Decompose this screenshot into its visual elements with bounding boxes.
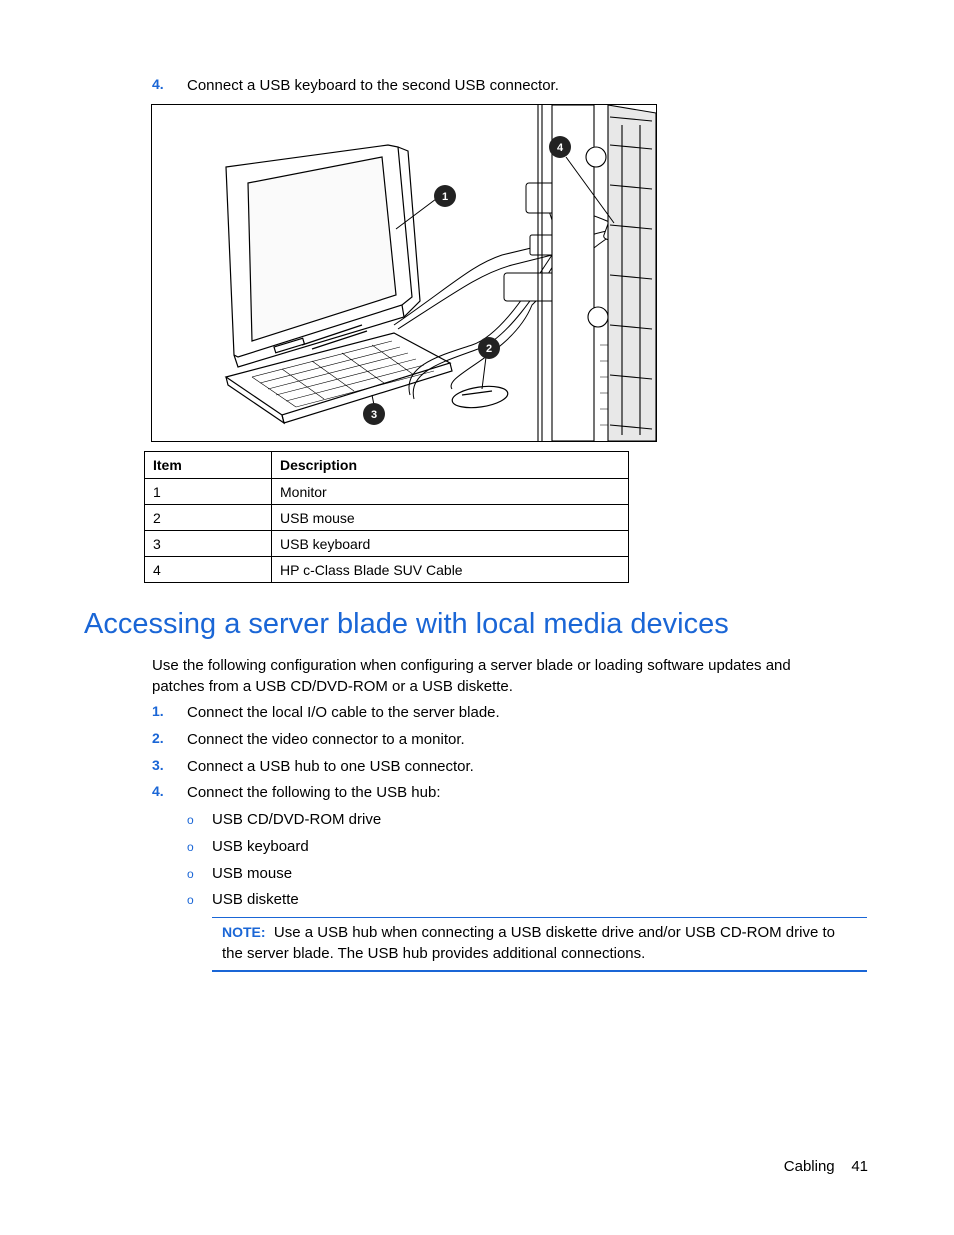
section-heading: Accessing a server blade with local medi… bbox=[84, 608, 729, 640]
table-cell-description: Monitor bbox=[271, 478, 629, 505]
table-row: 3 USB keyboard bbox=[144, 530, 629, 557]
note-text-line-2: the server blade. The USB hub provides a… bbox=[222, 945, 646, 962]
bullet-marker: o bbox=[187, 893, 194, 907]
callout-2-label: 2 bbox=[486, 343, 492, 355]
table-cell-description: HP c-Class Blade SUV Cable bbox=[271, 556, 629, 583]
table-row: 4 HP c-Class Blade SUV Cable bbox=[144, 556, 629, 583]
callout-4-label: 4 bbox=[557, 142, 564, 154]
page-footer: Cabling 41 bbox=[784, 1158, 868, 1175]
callout-1: 1 bbox=[395, 185, 456, 230]
step-text: Connect the local I/O cable to the serve… bbox=[187, 704, 500, 721]
table-row: 1 Monitor bbox=[144, 478, 629, 505]
table-cell-item: 4 bbox=[144, 556, 272, 583]
step-number: 1. bbox=[152, 703, 164, 719]
callout-4: 4 bbox=[549, 136, 615, 224]
footer-page-number: 41 bbox=[851, 1158, 868, 1175]
mouse-illustration bbox=[451, 385, 509, 409]
step-number: 4. bbox=[152, 76, 164, 92]
step-number: 2. bbox=[152, 730, 164, 746]
server-enclosure-illustration bbox=[537, 104, 657, 442]
note-text-line-1: Use a USB hub when connecting a USB disk… bbox=[273, 924, 835, 941]
callout-3: 3 bbox=[363, 394, 385, 425]
step-number: 4. bbox=[152, 783, 164, 799]
monitor-illustration bbox=[225, 144, 421, 368]
table-cell-item: 1 bbox=[144, 478, 272, 505]
callout-3-label: 3 bbox=[371, 409, 377, 421]
bullet-marker: o bbox=[187, 813, 194, 827]
step-number: 3. bbox=[152, 757, 164, 773]
table-cell-description: USB keyboard bbox=[271, 530, 629, 557]
column-header-item: Item bbox=[144, 451, 272, 479]
note-box: NOTE: Use a USB hub when connecting a US… bbox=[212, 917, 867, 972]
column-header-description: Description bbox=[271, 451, 629, 479]
list-item: USB keyboard bbox=[212, 838, 309, 855]
list-item: USB CD/DVD-ROM drive bbox=[212, 811, 382, 828]
footer-section: Cabling bbox=[783, 1158, 835, 1175]
callout-1-label: 1 bbox=[442, 191, 448, 203]
step-text: Connect a USB keyboard to the second USB… bbox=[187, 77, 559, 94]
table-cell-description: USB mouse bbox=[271, 504, 629, 531]
intro-line-2: patches from a USB CD/DVD-ROM or a USB d… bbox=[152, 678, 513, 695]
list-item: USB diskette bbox=[212, 891, 299, 908]
note-label: NOTE: bbox=[222, 924, 266, 940]
diagram-illustration: 1 2 3 4 bbox=[224, 104, 657, 442]
callout-2: 2 bbox=[478, 337, 500, 390]
table-cell-item: 3 bbox=[144, 530, 272, 557]
list-item: USB mouse bbox=[212, 865, 293, 882]
note-line-1: NOTE: Use a USB hub when connecting a US… bbox=[222, 922, 857, 943]
step-text: Connect a USB hub to one USB connector. bbox=[187, 758, 474, 775]
bullet-marker: o bbox=[187, 867, 194, 881]
intro-line-1: Use the following configuration when con… bbox=[152, 657, 791, 674]
item-description-table: Item Description 1 Monitor 2 USB mouse 3… bbox=[144, 451, 629, 583]
table-row: 2 USB mouse bbox=[144, 504, 629, 531]
connection-diagram: 1 2 3 4 bbox=[151, 104, 657, 442]
step-text: Connect the following to the USB hub: bbox=[187, 784, 441, 801]
keyboard-illustration bbox=[224, 332, 453, 425]
table-header-row: Item Description bbox=[144, 451, 629, 479]
step-text: Connect the video connector to a monitor… bbox=[187, 731, 465, 748]
table-cell-item: 2 bbox=[144, 504, 272, 531]
bullet-marker: o bbox=[187, 840, 194, 854]
